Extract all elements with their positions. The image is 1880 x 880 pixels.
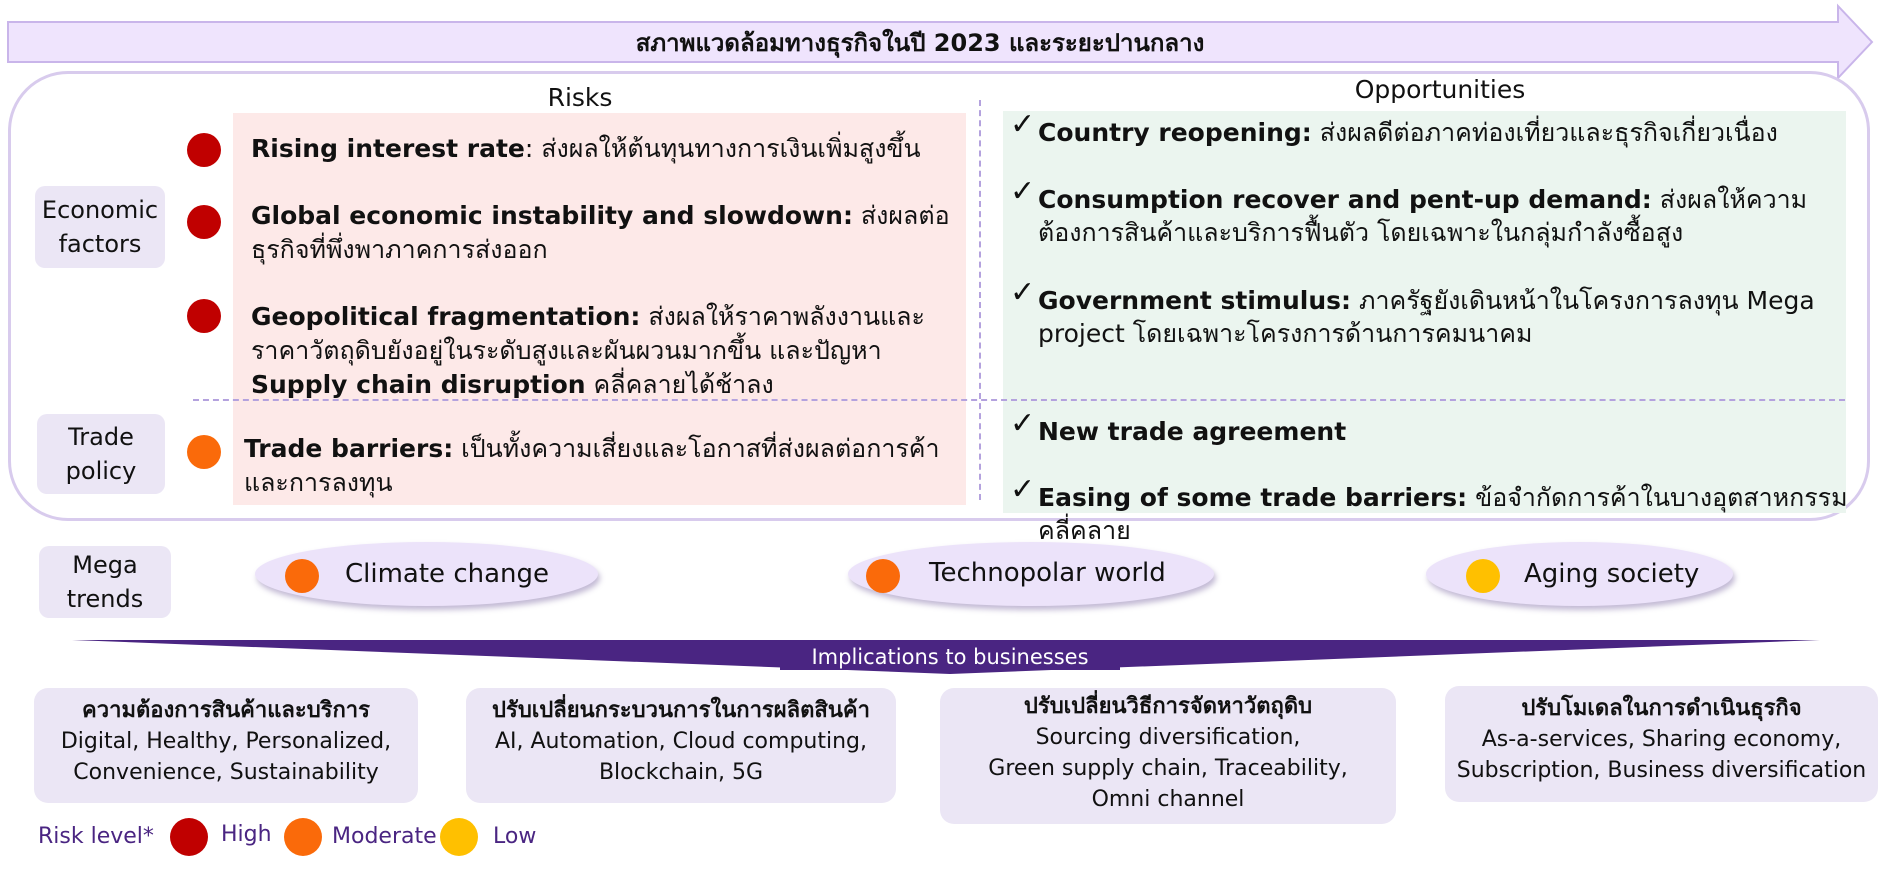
implication-box: ปรับเปลี่ยนกระบวนการในการผลิตสินค้า AI, … (466, 688, 896, 803)
economic-factors-label: Economic factors (35, 186, 165, 268)
opportunity-item: Easing of some trade barriers: ข้อจำกัดก… (1038, 483, 1848, 545)
implication-box: ปรับเปลี่ยนวิธีการจัดหาวัตถุดิบ Sourcing… (940, 688, 1396, 824)
main-frame (8, 71, 1870, 521)
opportunity-item: Government stimulus: ภาครัฐยังเดินหน้าใน… (1038, 286, 1815, 348)
check-icon: ✓ (1010, 275, 1036, 310)
horizontal-divider (193, 399, 1845, 401)
risk-dot-high (187, 133, 221, 167)
implications-banner (72, 640, 1820, 674)
opportunities-panel (1003, 111, 1846, 513)
risk-item: Rising interest rate: ส่งผลให้ต้นทุนทางก… (251, 134, 921, 163)
risk-item: Trade barriers: เป็นทั้งความเสี่ยงและโอก… (244, 434, 940, 497)
risk-dot-moderate (187, 435, 221, 469)
mega-trends-label: Mega trends (39, 546, 171, 618)
legend-label-low: Low (493, 824, 537, 849)
legend-label-moderate: Moderate (332, 824, 437, 849)
header-title: สภาพแวดล้อมทางธุรกิจในปี 2023 และระยะปาน… (635, 29, 1205, 57)
legend-title: Risk level* (38, 824, 154, 849)
risk-dot-high (187, 205, 221, 239)
legend-dot-moderate (284, 818, 322, 856)
risk-item: Global economic instability and slowdown… (251, 201, 950, 264)
implication-box: ความต้องการสินค้าและบริการ Digital, Heal… (34, 688, 418, 803)
opportunity-item: Country reopening: ส่งผลดีต่อภาคท่องเที่… (1038, 118, 1778, 147)
header-arrow (7, 3, 1874, 80)
mega-trend-label: Technopolar world (929, 558, 1166, 588)
implication-box: ปรับโมเดลในการดำเนินธุรกิจ As-a-services… (1445, 686, 1878, 802)
trend-dot-moderate (866, 559, 900, 593)
mega-trend-label: Aging society (1524, 559, 1700, 589)
trend-dot-moderate (285, 559, 319, 593)
trade-policy-label: Trade policy (37, 414, 165, 494)
mega-trend-label: Climate change (345, 559, 550, 589)
mega-trend-technopolar-world (848, 542, 1214, 606)
trend-dot-low (1466, 559, 1500, 593)
check-icon: ✓ (1010, 472, 1036, 507)
legend-label-high: High (221, 822, 272, 847)
legend-dot-low (440, 818, 478, 856)
legend-dot-high (170, 818, 208, 856)
implications-title: Implications to businesses (811, 645, 1089, 669)
vertical-divider (979, 100, 981, 500)
check-icon: ✓ (1010, 406, 1036, 441)
opportunity-item: New trade agreement (1038, 417, 1347, 446)
opportunity-item: Consumption recover and pent-up demand: … (1038, 185, 1808, 247)
opportunities-header: Opportunities (1354, 75, 1526, 104)
risk-item: Geopolitical fragmentation: ส่งผลให้ราคา… (251, 302, 925, 399)
risks-panel (233, 113, 966, 505)
check-icon: ✓ (1010, 174, 1036, 209)
risk-dot-high (187, 299, 221, 333)
risks-header: Risks (547, 83, 613, 112)
check-icon: ✓ (1010, 107, 1036, 142)
